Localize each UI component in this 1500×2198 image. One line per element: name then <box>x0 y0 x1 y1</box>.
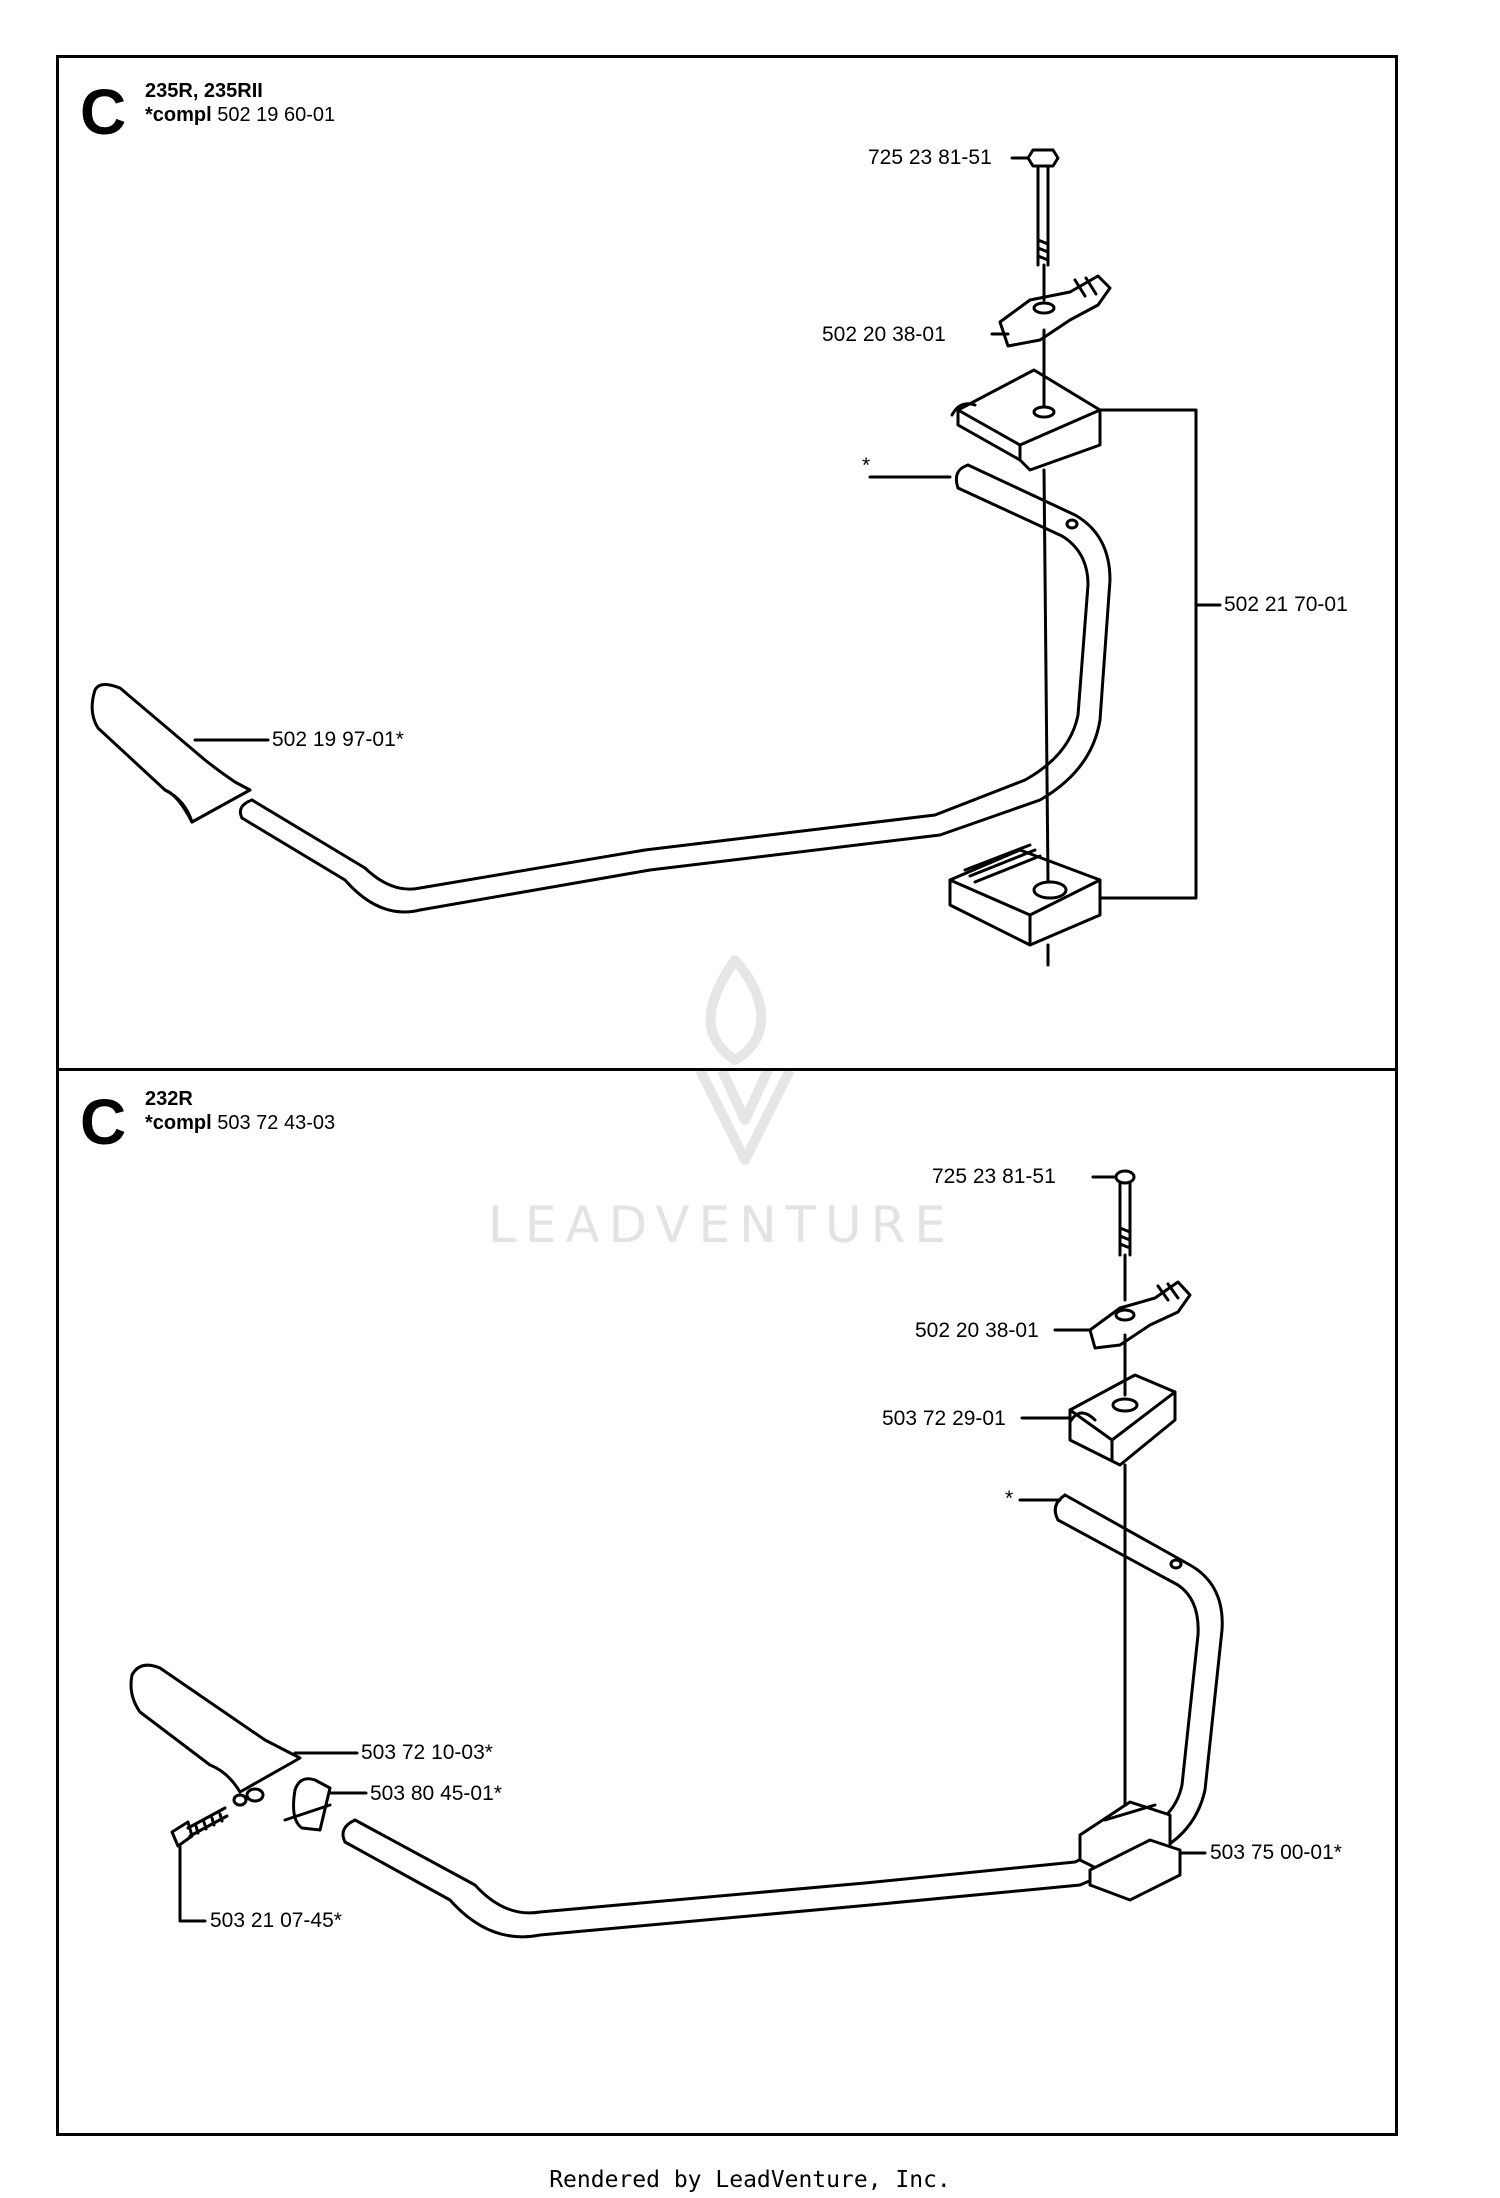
clamp-upper-icon <box>950 368 1102 472</box>
part-label-grip: 503 72 10-03* <box>361 1741 493 1764</box>
part-label-grip: 502 19 97-01* <box>272 728 404 751</box>
part-label-sleeve: 503 80 45-01* <box>370 1782 502 1805</box>
part-label-clamp-top: 503 72 29-01 <box>882 1407 1006 1430</box>
complete-assembly-number: *compl 503 72 43-03 <box>145 1112 335 1135</box>
sleeve-icon <box>283 1777 332 1832</box>
compl-prefix: *compl <box>145 104 212 126</box>
part-label-bolt: 725 23 81-51 <box>868 146 992 169</box>
compl-prefix: *compl <box>145 1112 212 1134</box>
model-name: 235R, 235RII <box>145 80 263 102</box>
footer-credit: Rendered by LeadVenture, Inc. <box>549 2167 951 2193</box>
part-label-tube: * <box>862 454 871 477</box>
grip-icon <box>90 683 252 824</box>
clamp-top-icon <box>1068 1373 1177 1467</box>
clamp-bottom-icon <box>1078 1800 1182 1902</box>
grip-icon <box>129 1663 302 1807</box>
clamp-lower-icon <box>948 843 1102 947</box>
section-letter: C <box>80 76 127 148</box>
compl-number: 502 19 60-01 <box>217 104 336 126</box>
part-label-clamp: 502 21 70-01 <box>1224 593 1348 616</box>
model-name: 232R <box>145 1088 193 1110</box>
part-label-screw: 503 21 07-45* <box>210 1909 342 1932</box>
compl-number: 503 72 43-03 <box>217 1112 336 1134</box>
screw-icon <box>170 1806 229 1848</box>
part-label-tube: * <box>1005 1487 1014 1510</box>
part-label-clamp-bottom: 503 75 00-01* <box>1210 1841 1342 1864</box>
part-label-bolt: 725 23 81-51 <box>932 1165 1056 1188</box>
part-label-knob: 502 20 38-01 <box>915 1319 1039 1342</box>
complete-assembly-number: *compl 502 19 60-01 <box>145 104 335 127</box>
handle-bar-icon <box>238 463 1112 914</box>
part-label-knob: 502 20 38-01 <box>822 323 946 346</box>
bolt-icon <box>1114 1169 1136 1257</box>
bolt-icon <box>1026 148 1060 267</box>
watermark-text: LEADVENTURE <box>488 1196 955 1254</box>
knob-icon <box>998 274 1112 348</box>
panel-232r <box>56 1068 1398 2136</box>
section-letter: C <box>80 1086 127 1158</box>
knob-icon <box>1088 1280 1192 1350</box>
